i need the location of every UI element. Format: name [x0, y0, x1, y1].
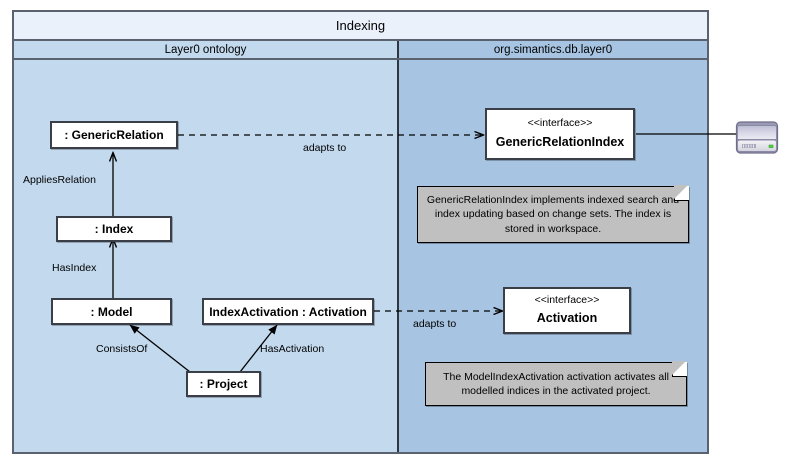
object-index[interactable]: : Index	[56, 216, 172, 242]
edge-label-adapts-to-activation: adapts to	[413, 318, 457, 330]
hard-disk-icon	[735, 121, 779, 154]
note-model-index-activation[interactable]: The ModelIndexActivation activation acti…	[425, 361, 687, 406]
edge-label-adapts-to-generic-relation-index: adapts to	[303, 142, 347, 154]
edge-label-has-activation: HasActivation	[260, 343, 325, 355]
note-text: GenericRelationIndex implements indexed …	[426, 193, 680, 235]
page-title: Indexing	[14, 12, 707, 41]
note-fold-icon	[672, 361, 687, 377]
column-header-org-simantics-db-layer0: org.simantics.db.layer0	[399, 41, 707, 58]
interface-stereotype: <<interface>>	[534, 293, 600, 306]
object-index-activation[interactable]: IndexActivation : Activation	[202, 298, 374, 325]
object-project[interactable]: : Project	[186, 371, 261, 397]
edge-label-consists-of: ConsistsOf	[96, 343, 148, 355]
edge-consists-of	[129, 324, 191, 373]
column-header-row: Layer0 ontology org.simantics.db.layer0	[14, 41, 707, 60]
edge-label-applies-relation: AppliesRelation	[23, 174, 96, 186]
interface-name: Activation	[536, 311, 598, 326]
interface-stereotype: <<interface>>	[527, 117, 593, 130]
interface-activation[interactable]: <<interface>> Activation	[503, 287, 631, 334]
object-model[interactable]: : Model	[51, 298, 172, 325]
note-generic-relation-index[interactable]: GenericRelationIndex implements indexed …	[417, 185, 689, 243]
column-header-layer0-ontology: Layer0 ontology	[14, 41, 399, 58]
note-text: The ModelIndexActivation activation acti…	[443, 370, 669, 397]
note-fold-icon	[674, 185, 689, 201]
interface-name: GenericRelationIndex	[495, 134, 625, 149]
object-generic-relation[interactable]: : GenericRelation	[50, 121, 178, 149]
edge-label-has-index: HasIndex	[52, 262, 97, 274]
interface-generic-relation-index[interactable]: <<interface>> GenericRelationIndex	[485, 108, 635, 160]
edge-has-activation	[239, 324, 278, 373]
